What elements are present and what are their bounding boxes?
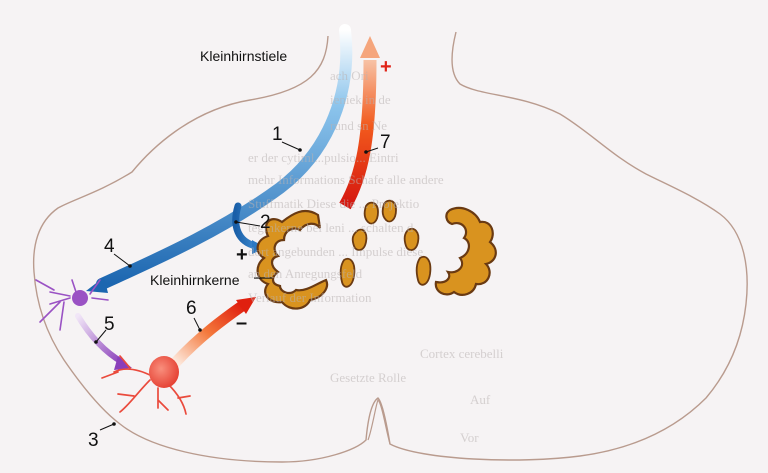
pathway-5-arrowhead [114, 356, 132, 370]
bleed-text-line: Verlauf der Information [248, 290, 372, 305]
label-4: 4 [104, 236, 115, 257]
nucleus-emboliform-right [415, 255, 432, 286]
bleed-text-line: ach Ori [330, 68, 369, 83]
pathway-6-arrow [170, 300, 248, 368]
pathway-6-arrowhead [236, 297, 256, 314]
leader-5 [95, 329, 107, 343]
bleed-text-line: mehr Informations Schafe alle andere [248, 172, 444, 187]
bleed-text-line: Auf [470, 392, 491, 407]
leader-2 [235, 221, 261, 227]
pathway-2-arrow [232, 202, 260, 250]
nucleus-dentate-left [256, 210, 329, 310]
bleed-text-line: Gesetzte Rolle [330, 370, 407, 385]
bleed-text-line: Stuffmatik Diese die ... Projektio [248, 196, 420, 211]
bleed-text-line: an den Anregungsfeld [248, 266, 363, 281]
pathway-7-arrow [339, 59, 377, 210]
vermis-notch [367, 398, 391, 445]
sign-minus-purkinje: – [236, 312, 248, 334]
leader-7 [365, 147, 379, 153]
sign-plus-nuclei: + [236, 244, 248, 266]
nucleus-fastigial-1 [363, 201, 379, 225]
pathway-1-arrow [96, 24, 353, 290]
label-5: 5 [104, 314, 115, 335]
bleed-text-line: ieniek in de [330, 92, 391, 107]
leader-3 [99, 423, 115, 431]
bleed-text-line: Cortex cerebelli [420, 346, 504, 361]
label-kleinhirnstiele: Kleinhirnstiele [200, 48, 288, 64]
label-1: 1 [272, 124, 283, 145]
purkinje-cell [101, 355, 191, 415]
nucleus-emboliform-left [339, 257, 356, 288]
nucleus-globose-left [351, 228, 368, 251]
cerebellum-outline [32, 31, 748, 463]
label-6: 6 [186, 298, 197, 319]
bleed-text-line: er der cytiml...pulsio... Eintri [248, 150, 399, 165]
bleed-text-line: Vor [460, 430, 479, 445]
leader-4 [113, 253, 131, 267]
leader-6 [193, 317, 201, 331]
pathway-7-arrowhead [360, 36, 380, 58]
pathway-5-arrow [75, 313, 125, 365]
bleed-text-line: dort angebunden ... Impulse diese [248, 244, 424, 259]
bleed-text-line: tegmkerne bei leni ... schalten d [248, 220, 414, 235]
nucleus-globose-right [403, 227, 420, 251]
nucleus-dentate-right [434, 206, 497, 296]
bleed-text-line: rund sn Ne [330, 118, 388, 133]
nucleus-fastigial-2 [381, 199, 397, 223]
label-2: 2 [260, 212, 271, 233]
label-kleinhirnkerne: Kleinhirnkerne [150, 272, 240, 288]
label-3: 3 [88, 430, 99, 451]
sign-plus-top: + [380, 56, 392, 78]
leader-1 [281, 141, 301, 151]
label-7: 7 [380, 132, 391, 153]
granule-cell [35, 279, 109, 331]
